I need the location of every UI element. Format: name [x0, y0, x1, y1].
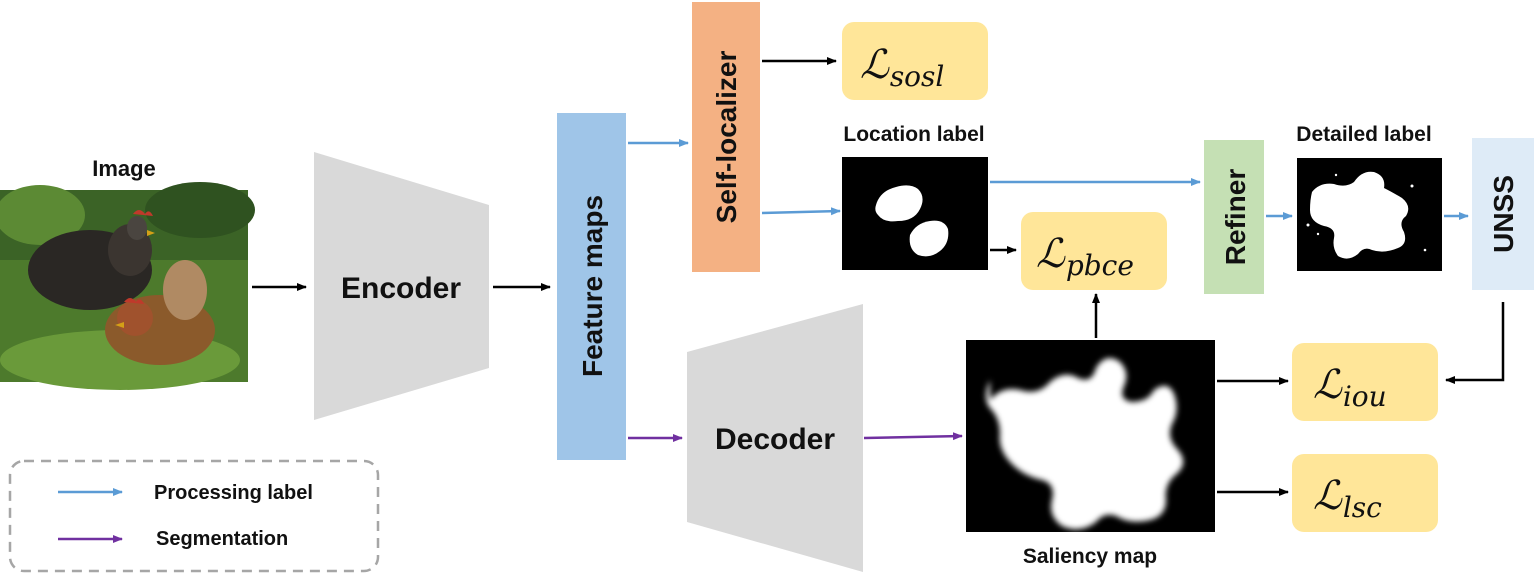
- refiner-label: Refiner: [1220, 169, 1251, 266]
- loss-iou-box: ℒiou: [1292, 343, 1438, 421]
- loss-lsc-subscript: lsc: [1343, 491, 1382, 524]
- input-image: [0, 182, 255, 390]
- loss-sosl-subscript: sosl: [890, 60, 945, 93]
- loss-lsc-box: ℒlsc: [1292, 454, 1438, 532]
- svg-text:ℒiou: ℒiou: [1313, 362, 1387, 413]
- saliency-map-title: Saliency map: [1023, 545, 1157, 568]
- location-label-title: Location label: [843, 123, 984, 146]
- legend-segmentation-text: Segmentation: [156, 528, 288, 550]
- arrow-decoder-to-saliency: [863, 432, 963, 441]
- decoder-label: Decoder: [715, 423, 835, 456]
- feature-maps-block: [557, 113, 626, 460]
- detailed-label-map: [1297, 158, 1442, 271]
- decoder-block: [687, 304, 863, 572]
- saliency-map: [966, 340, 1215, 532]
- detailed-label-title: Detailed label: [1296, 123, 1431, 146]
- legend: Processing label Segmentation: [8, 459, 380, 573]
- loss-iou-subscript: iou: [1343, 380, 1387, 413]
- loss-lsc-symbol: ℒ: [1313, 473, 1343, 519]
- feature-maps-label: Feature maps: [577, 195, 608, 377]
- encoder-label: Encoder: [341, 272, 461, 305]
- image-title: Image: [92, 156, 156, 181]
- encoder-block: [314, 152, 489, 420]
- loss-pbce-symbol: ℒ: [1036, 231, 1066, 277]
- loss-pbce-box: ℒpbce: [1021, 212, 1167, 290]
- unss-label: UNSS: [1488, 175, 1519, 253]
- unss-block: [1472, 138, 1534, 290]
- legend-frame: [8, 459, 380, 573]
- self-localizer-label: Self-localizer: [711, 51, 742, 224]
- svg-text:ℒpbce: ℒpbce: [1036, 231, 1134, 282]
- refiner-block: [1204, 140, 1264, 294]
- loss-sosl-symbol: ℒ: [860, 42, 890, 88]
- loss-sosl-box: ℒsosl: [842, 22, 988, 100]
- location-label-map: [842, 157, 988, 270]
- arrow-selflocalizer-to-location: [761, 207, 841, 216]
- self-localizer-block: [692, 2, 760, 272]
- legend-processing-text: Processing label: [154, 482, 313, 504]
- arrow-unss-to-liou: [1445, 302, 1505, 384]
- loss-pbce-subscript: pbce: [1066, 249, 1134, 282]
- svg-text:ℒlsc: ℒlsc: [1313, 473, 1382, 524]
- svg-text:ℒsosl: ℒsosl: [860, 42, 944, 93]
- loss-iou-symbol: ℒ: [1313, 362, 1343, 408]
